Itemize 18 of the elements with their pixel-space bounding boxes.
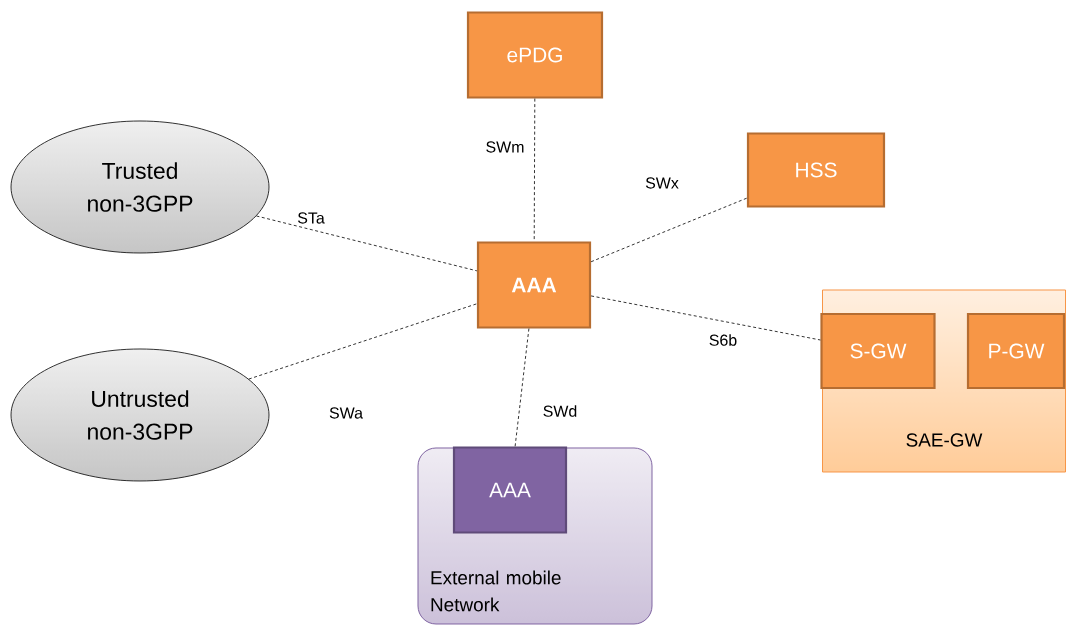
connector-line [590,197,748,263]
network-box: AAA [452,446,568,534]
network-box: ePDG [466,11,604,99]
edge-label: SWd [541,404,579,418]
network-box: P-GW [966,312,1066,390]
connector-line [248,303,478,380]
connector-line [533,98,536,242]
connector-line [514,328,530,447]
edge-label: SWa [328,406,364,420]
edge-label: S6b [707,333,739,347]
edge-label: STa [296,211,326,225]
connector-line [590,295,821,341]
edge-label: SWm [484,140,526,154]
network-box: AAA [476,241,592,329]
network-box: S-GW [820,312,936,390]
connector-line [256,215,478,272]
network-box: HSS [746,132,886,208]
edge-label: SWx [644,176,680,190]
